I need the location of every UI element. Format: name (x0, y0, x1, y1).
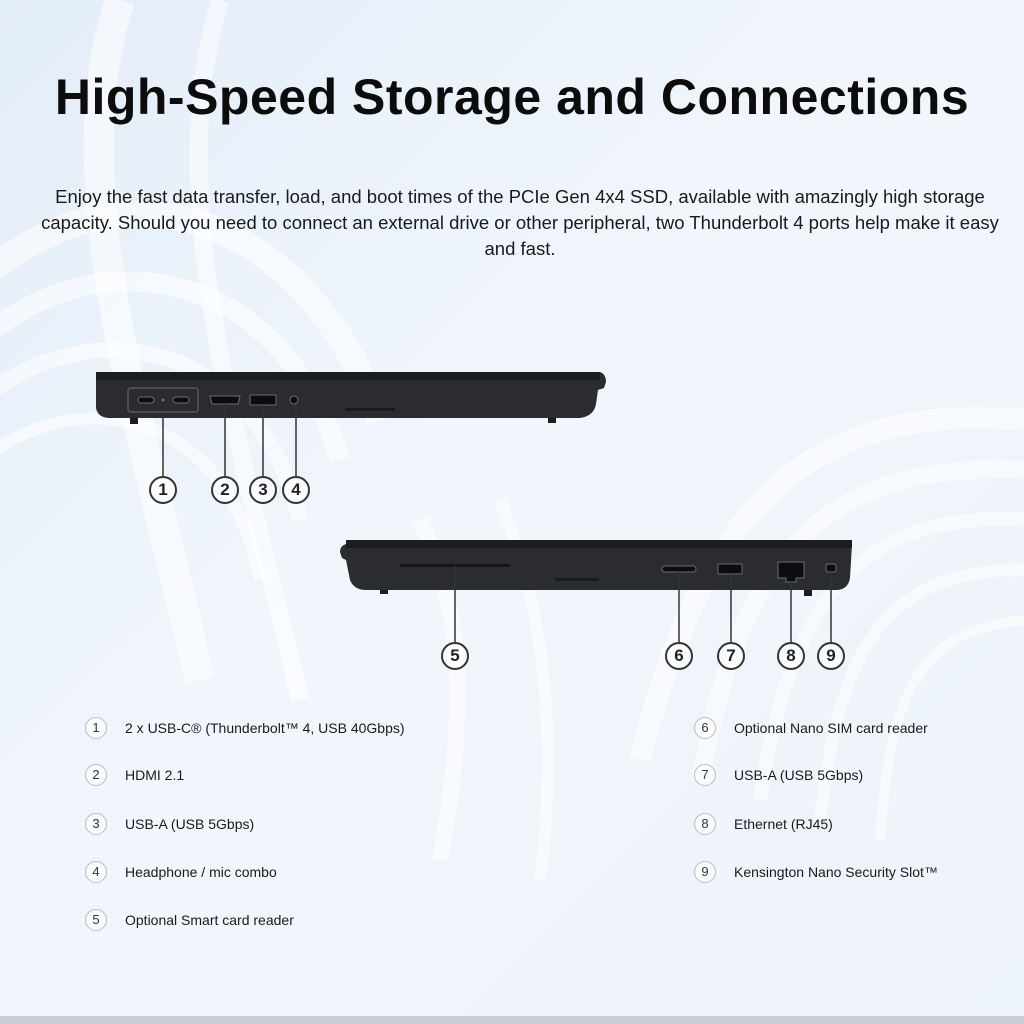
callout-8: 8 (777, 642, 805, 670)
legend-text: HDMI 2.1 (125, 767, 185, 783)
page-title: High-Speed Storage and Connections (54, 69, 970, 125)
legend-text: Optional Nano SIM card reader (734, 720, 928, 736)
legend-number: 7 (694, 764, 716, 786)
legend-item: 9 Kensington Nano Security Slot™ (694, 860, 938, 884)
legend-item: 7 USB-A (USB 5Gbps) (694, 763, 863, 787)
legend-number: 2 (85, 764, 107, 786)
legend-text: Ethernet (RJ45) (734, 816, 833, 832)
legend-number: 8 (694, 813, 716, 835)
legend-text: Kensington Nano Security Slot™ (734, 864, 938, 880)
legend-number: 5 (85, 909, 107, 931)
legend-text: Optional Smart card reader (125, 912, 294, 928)
callout-6: 6 (665, 642, 693, 670)
callout-2: 2 (211, 476, 239, 504)
legend-item: 8 Ethernet (RJ45) (694, 812, 833, 836)
laptop-right-side (340, 540, 852, 642)
legend-item: 6 Optional Nano SIM card reader (694, 716, 928, 740)
legend-number: 6 (694, 717, 716, 739)
callout-9: 9 (817, 642, 845, 670)
legend-number: 4 (85, 861, 107, 883)
legend-item: 3 USB-A (USB 5Gbps) (85, 812, 254, 836)
bottom-divider (0, 1016, 1024, 1024)
callout-3: 3 (249, 476, 277, 504)
callout-5: 5 (441, 642, 469, 670)
legend-text: USB-A (USB 5Gbps) (125, 816, 255, 832)
legend-item: 2 HDMI 2.1 (85, 763, 184, 787)
legend-item: 1 2 x USB-C® (Thunderbolt™ 4, USB 40Gbps… (85, 716, 405, 740)
page-subtitle: Enjoy the fast data transfer, load, and … (41, 186, 999, 259)
legend-item: 4 Headphone / mic combo (85, 860, 277, 884)
legend-text: Headphone / mic combo (125, 864, 277, 880)
legend-number: 3 (85, 813, 107, 835)
callout-7: 7 (717, 642, 745, 670)
legend-number: 1 (85, 717, 107, 739)
callout-4: 4 (282, 476, 310, 504)
laptop-left-side (96, 372, 606, 476)
legend-number: 9 (694, 861, 716, 883)
legend-text: 2 x USB-C® (Thunderbolt™ 4, USB 40Gbps) (125, 720, 405, 736)
legend-text: USB-A (USB 5Gbps) (734, 767, 864, 783)
callout-1: 1 (149, 476, 177, 504)
legend-item: 5 Optional Smart card reader (85, 908, 294, 932)
